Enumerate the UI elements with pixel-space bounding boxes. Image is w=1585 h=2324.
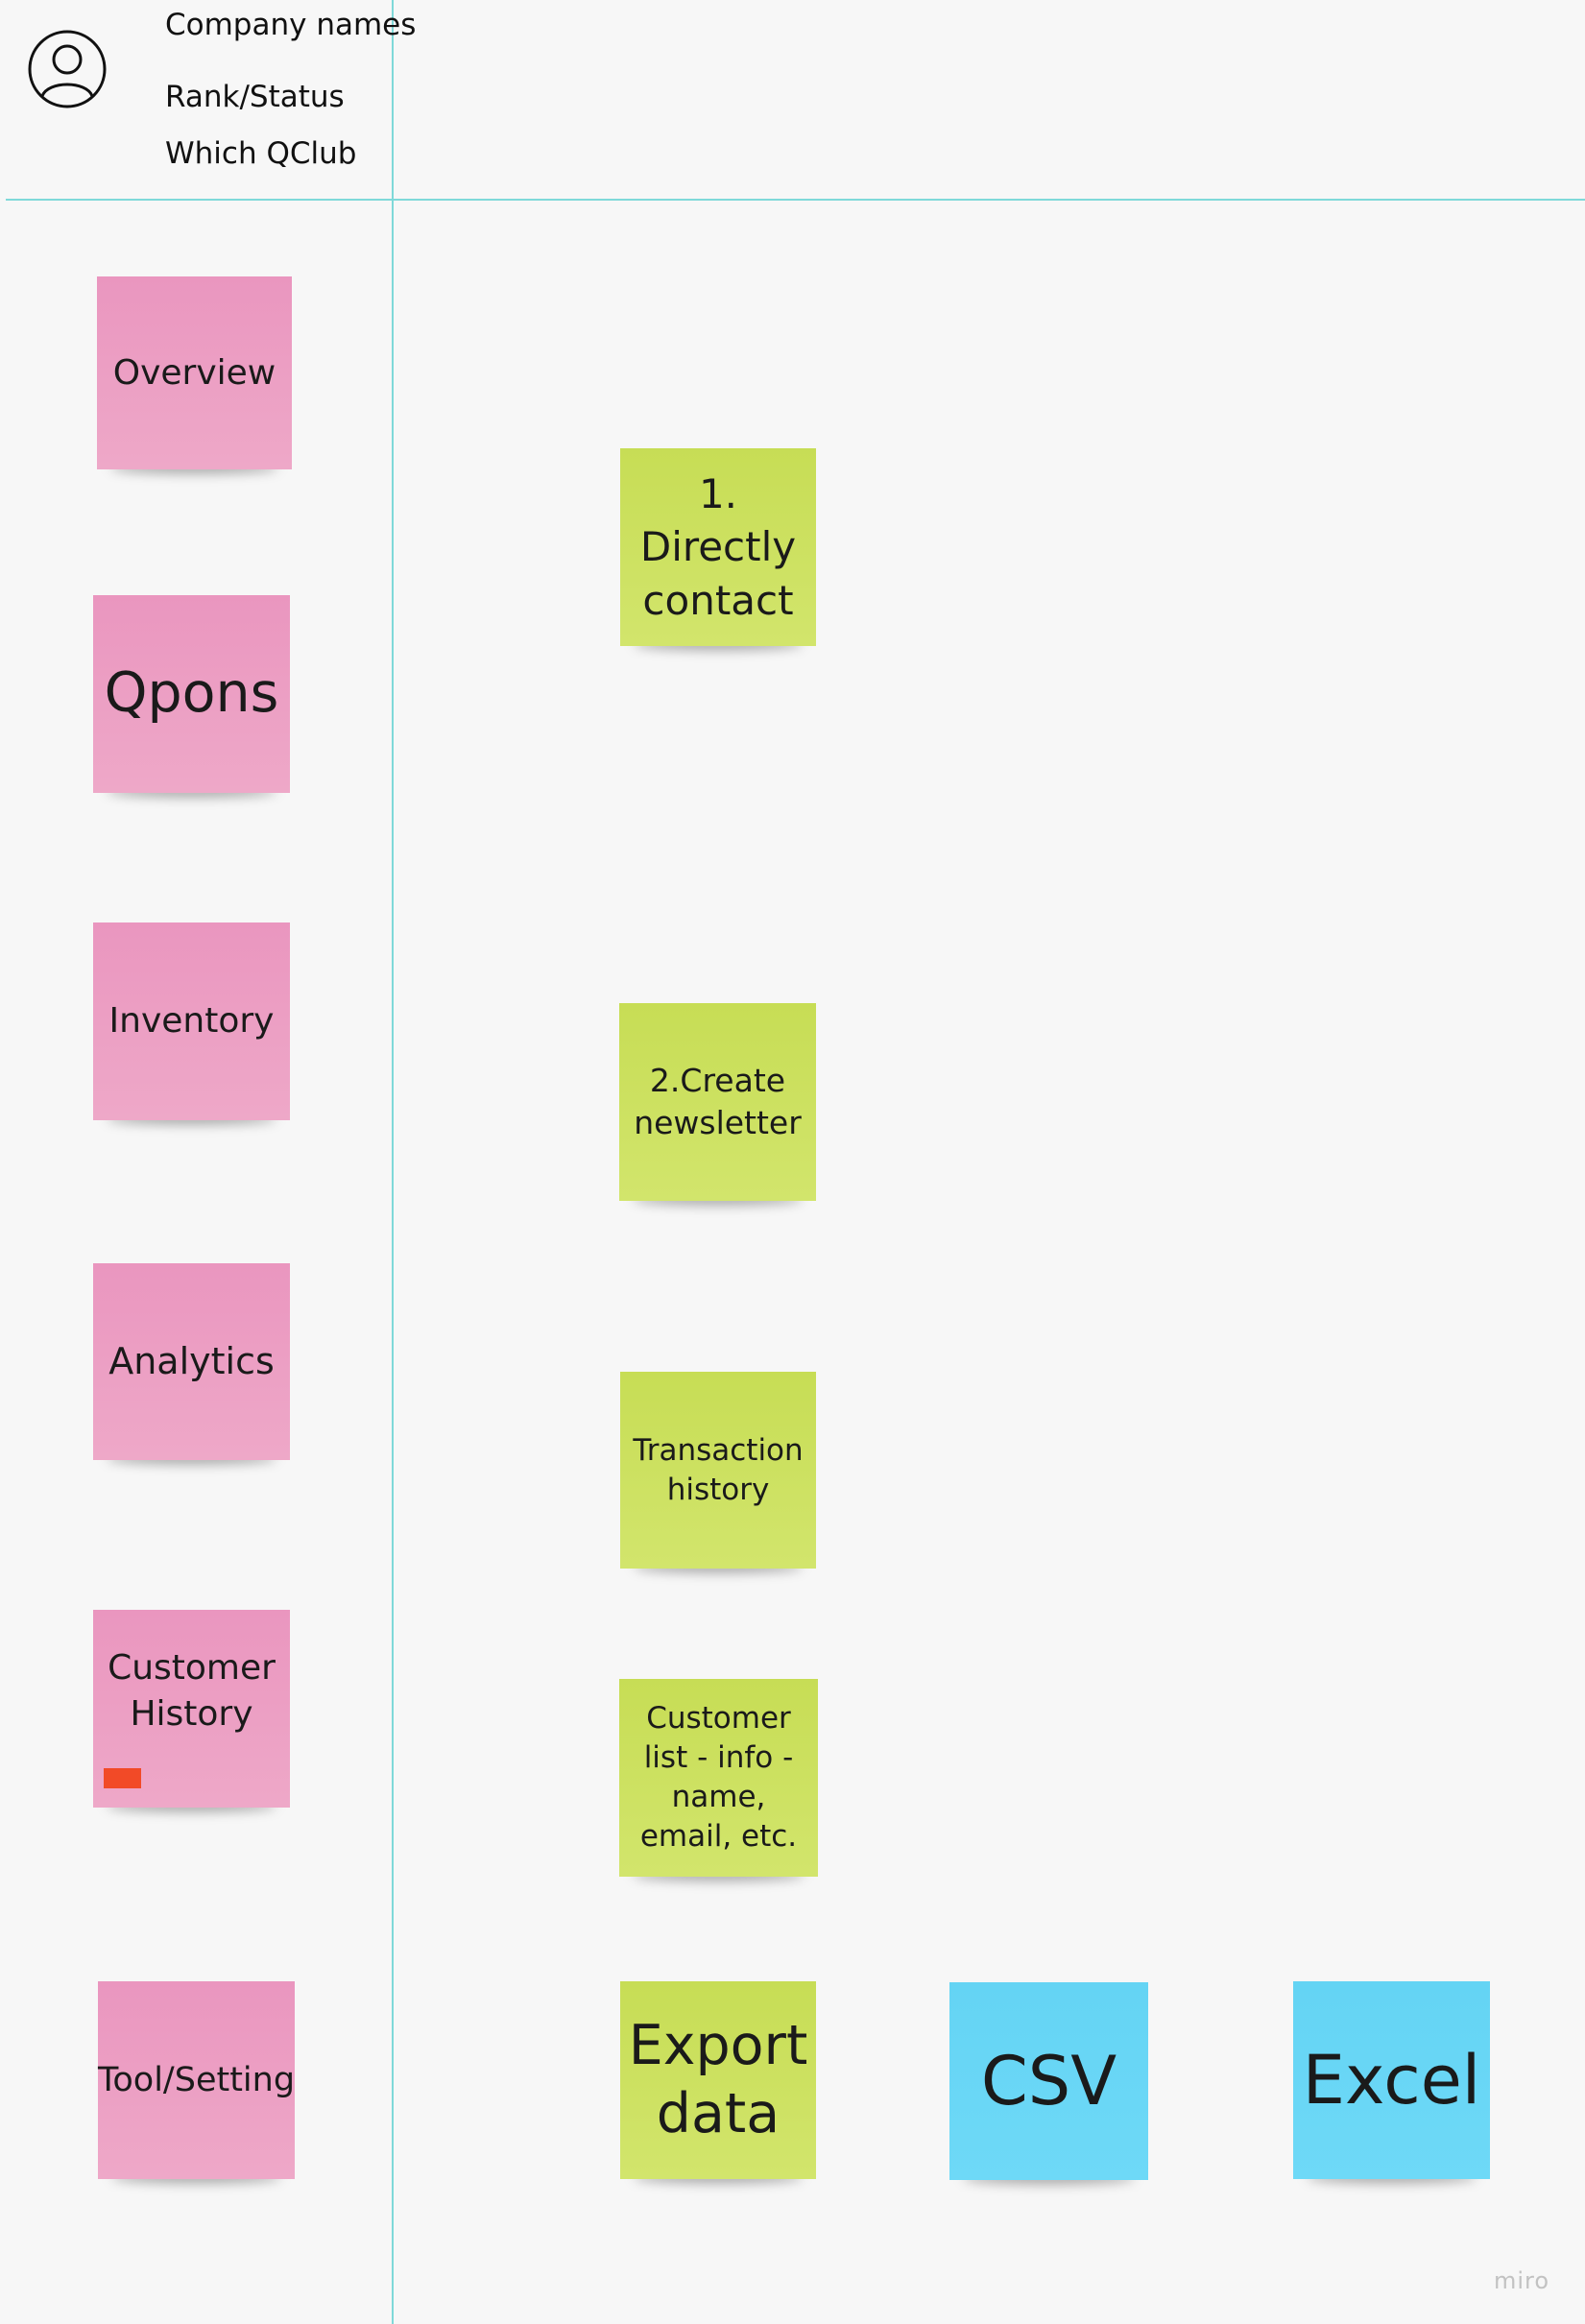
sticky-note-label: Export data <box>628 2013 808 2145</box>
sticky-note-customer-list[interactable]: Customer list - info - name, email, etc. <box>619 1679 818 1877</box>
sticky-note-label: Transaction history <box>633 1432 804 1507</box>
sticky-note-label: Customer History <box>108 1648 276 1734</box>
header-divider <box>6 199 1585 201</box>
sticky-note-directly-contact[interactable]: 1. Directly contact <box>620 448 816 646</box>
sticky-note-transaction-history[interactable]: Transaction history <box>620 1372 816 1569</box>
sticky-note-label: CSV <box>980 2041 1117 2120</box>
sticky-note-qpons[interactable]: Qpons <box>93 595 290 793</box>
sidebar-divider <box>392 0 394 2324</box>
sticky-note-csv[interactable]: CSV <box>949 1982 1148 2180</box>
company-names-label: Company names <box>165 8 417 42</box>
sticky-note-label: 1. Directly contact <box>639 469 797 624</box>
sticky-note-label: Excel <box>1302 2040 1481 2120</box>
rank-status-label: Rank/Status <box>165 80 345 114</box>
sticky-note-label: Inventory <box>108 1001 275 1042</box>
tag-marker <box>104 1768 141 1788</box>
miro-watermark: miro <box>1494 2267 1550 2294</box>
sticky-note-inventory[interactable]: Inventory <box>93 922 290 1120</box>
sticky-note-label: Overview <box>112 352 276 393</box>
user-avatar-icon[interactable] <box>27 29 108 109</box>
sticky-note-analytics[interactable]: Analytics <box>93 1263 290 1460</box>
which-qclub-label: Which QClub <box>165 136 357 171</box>
sticky-note-label: Tool/Setting <box>97 2060 296 2099</box>
sticky-note-label: Analytics <box>108 1340 275 1383</box>
sticky-note-label: Qpons <box>104 661 279 726</box>
sticky-note-label: 2.Create newsletter <box>634 1062 802 1141</box>
sticky-note-tool-setting[interactable]: Tool/Setting <box>98 1981 295 2179</box>
sticky-note-label: Customer list - info - name, email, etc. <box>639 1701 798 1854</box>
sticky-note-create-newsletter[interactable]: 2.Create newsletter <box>619 1003 816 1201</box>
sticky-note-export-data[interactable]: Export data <box>620 1981 816 2179</box>
sticky-note-excel[interactable]: Excel <box>1293 1981 1490 2179</box>
sticky-note-overview[interactable]: Overview <box>97 276 292 469</box>
sticky-note-customer-history[interactable]: Customer History <box>93 1610 290 1808</box>
